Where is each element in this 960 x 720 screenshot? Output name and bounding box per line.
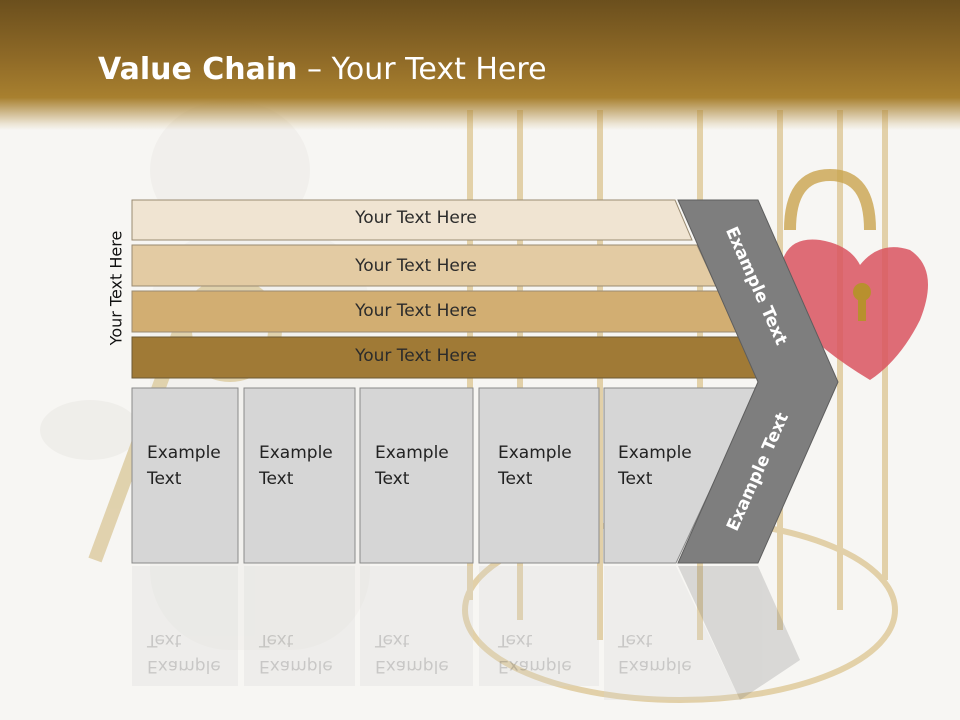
band-label-3: Your Text Here	[355, 301, 477, 321]
header-bar	[0, 0, 960, 130]
box-4	[478, 387, 600, 564]
page-title: Value Chain – Your Text Here	[98, 52, 547, 87]
box-5	[603, 387, 759, 564]
boxes-reflection	[132, 566, 800, 700]
chevron-arrow	[677, 199, 839, 564]
figure-arm	[40, 400, 140, 460]
box-1	[131, 387, 239, 564]
band-1	[131, 199, 693, 241]
title-bold: Value Chain	[98, 52, 298, 87]
title-rest: – Your Text Here	[297, 52, 547, 87]
band-label-4: Your Text Here	[355, 346, 477, 366]
box-3	[359, 387, 474, 564]
heart-lock-icon	[780, 168, 928, 380]
band-label-2: Your Text Here	[355, 256, 477, 276]
band-label-1: Your Text Here	[355, 208, 477, 228]
box-2	[243, 387, 356, 564]
